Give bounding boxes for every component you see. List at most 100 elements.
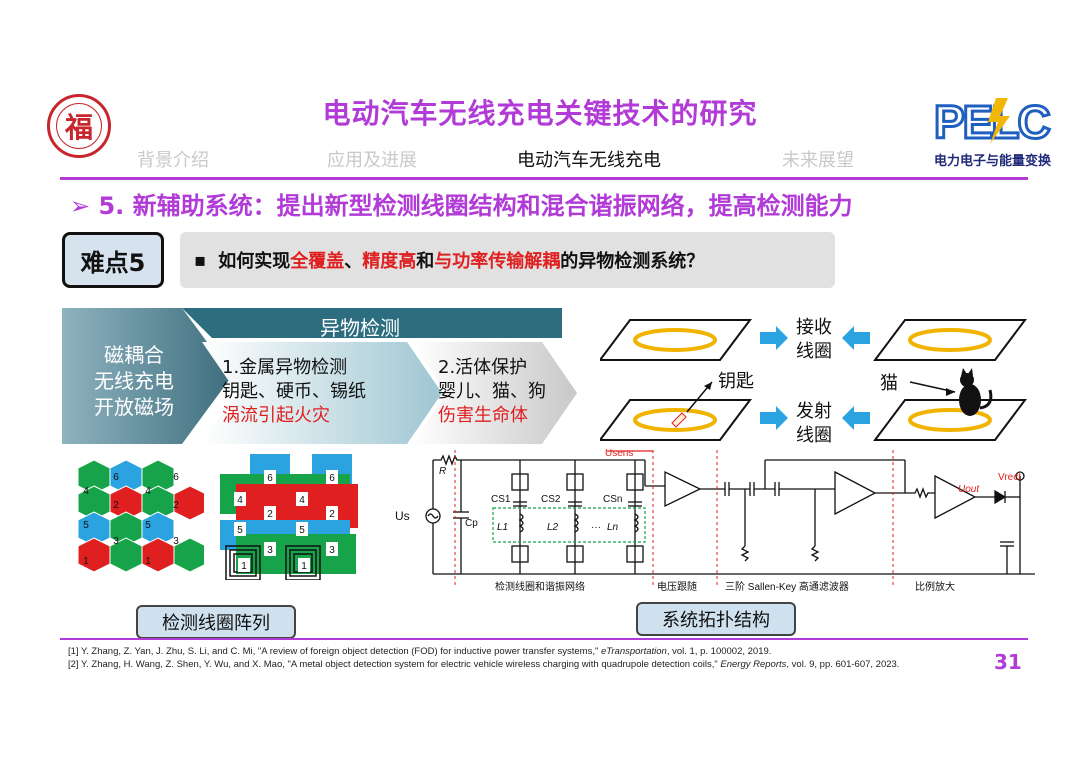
square-number: 1	[241, 561, 247, 572]
coil-square	[225, 545, 261, 580]
lab-caption: 电力电子与能量变换	[934, 154, 1052, 169]
output-terminal-icon	[1015, 471, 1025, 481]
square-number: 5	[237, 525, 243, 536]
receive-coil-text: 接收 线圈	[796, 317, 832, 362]
key-icon	[671, 412, 687, 428]
footer-divider	[60, 638, 1028, 640]
mosfet-icon	[626, 473, 644, 491]
receive-coil-label: 接收 线圈	[796, 316, 832, 364]
vrect-label: Vrect	[998, 472, 1021, 483]
mosfet-icon	[511, 473, 529, 491]
section-label-resonance: 检测线圈和谐振网络	[495, 580, 585, 593]
fod-live-items: 婴儿、猫、狗	[438, 381, 546, 402]
hex-number: 6	[113, 472, 119, 483]
square-number: 5	[299, 525, 305, 536]
section-label-hpf: 三阶 Sallen-Key 高通滤波器	[725, 580, 849, 593]
section-label-amp: 比例放大	[915, 580, 955, 593]
fod-left-block	[62, 308, 232, 444]
us-label: Us	[395, 509, 410, 523]
arrow-right-icon	[760, 406, 788, 430]
question-part: 和	[416, 251, 435, 272]
header-divider	[60, 177, 1028, 180]
mosfet-icon	[566, 473, 584, 491]
hex-number: 1	[145, 556, 151, 567]
transmit-coil-plate-right	[873, 399, 1027, 441]
square-number: 2	[267, 509, 273, 520]
question-part: 如何实现	[218, 251, 291, 272]
nav-item-background[interactable]: 背景介绍	[137, 150, 209, 171]
coil-ring	[908, 408, 992, 432]
square-number: 1	[301, 561, 307, 572]
fod-metal-title: 1.金属异物检测	[222, 357, 348, 378]
l1-label: L1	[497, 522, 508, 533]
resistor-label: R	[439, 466, 446, 477]
hex-number: 2	[173, 500, 179, 511]
fod-diagram	[62, 308, 577, 444]
fod-metal-text: 1.金属异物检测 钥匙、硬币、锡纸 涡流引起火灾	[222, 356, 366, 428]
cs1-label: CS1	[491, 494, 511, 505]
mosfet-icon	[511, 545, 529, 563]
hex-number: 2	[113, 500, 119, 511]
mosfet-icon	[566, 545, 584, 563]
fod-live-text: 2.活体保护 婴儿、猫、狗 伤害生命体	[438, 356, 546, 428]
nav-item-future[interactable]: 未来展望	[782, 150, 854, 171]
square-number: 3	[267, 545, 273, 556]
hex-number: 4	[83, 486, 89, 497]
hex-number: 4	[145, 486, 151, 497]
fod-header-band	[182, 308, 562, 338]
fod-header: 异物检测	[320, 316, 400, 340]
coil-ring	[908, 328, 992, 352]
question-part: 、	[344, 251, 363, 272]
hex-cell	[173, 485, 204, 521]
opamp-icon	[834, 470, 877, 516]
fod-left-line: 无线充电	[94, 369, 174, 393]
coil-ring	[633, 328, 717, 352]
fod-left-line: 开放磁场	[94, 395, 174, 419]
hex-number: 5	[145, 520, 151, 531]
references: [1] Y. Zhang, Z. Yan, J. Zhu, S. Li, and…	[68, 645, 988, 671]
section-subtitle: ➢ 5. 新辅助系统：提出新型检测线圈结构和混合谐振网络，提高检测能力	[70, 192, 853, 220]
fod-live-risk: 伤害生命体	[438, 405, 528, 426]
ln-label: Ln	[607, 522, 619, 533]
square-number: 3	[329, 545, 335, 556]
square-number: 6	[267, 473, 273, 484]
key-label: 钥匙	[718, 371, 754, 392]
arrow-right-icon	[760, 326, 788, 350]
circuit-diagram: Usens R Us Cp CS1 CS2 CSn L1 L2 ··· Ln U…	[395, 448, 1035, 593]
cs2-label: CS2	[541, 494, 561, 505]
hex-number: 6	[173, 472, 179, 483]
square-number: 4	[299, 495, 305, 506]
transmit-coil-label: 发射 线圈	[796, 400, 832, 448]
coil-illustration	[600, 319, 1027, 441]
inductor-icon	[573, 513, 579, 533]
fod-live-title: 2.活体保护	[438, 357, 528, 378]
dots-label: ···	[591, 522, 601, 533]
fod-left-text: 磁耦合 无线充电 开放磁场	[84, 342, 184, 420]
difficulty-question: ▪ 如何实现 全覆盖 、 精度高 和 与功率传输解耦 的异物检测系统？	[180, 232, 835, 288]
coil-square	[289, 549, 317, 577]
hex-number: 3	[113, 536, 119, 547]
university-logo: 福	[47, 94, 111, 158]
inductor-icon	[518, 513, 524, 533]
lab-logo: PELC	[933, 95, 1053, 149]
hex-coil-array: 6 6 4 4 2 2 5 5 3 3 1 1	[77, 459, 204, 573]
diode-icon	[994, 489, 1007, 505]
fod-metal-items: 钥匙、硬币、锡纸	[222, 381, 366, 402]
square-coil-array: 6 6 4 4 2 2 5 5 3 3 1 1	[220, 454, 358, 580]
cp-label: Cp	[465, 518, 478, 529]
nav-item-ev-wireless[interactable]: 电动汽车无线充电	[517, 150, 661, 171]
nav-item-application[interactable]: 应用及进展	[327, 150, 417, 171]
opamp-icon	[934, 474, 977, 520]
question-part: 的异物检测系统？	[560, 251, 705, 272]
hex-number: 3	[173, 536, 179, 547]
section-label-follower: 电压跟随	[657, 580, 697, 593]
page-title: 电动汽车无线充电关键技术的研究	[322, 97, 758, 130]
transmit-coil-text: 发射 线圈	[796, 401, 832, 446]
question-part-full-coverage: 全覆盖	[290, 251, 345, 272]
csn-label: CSn	[603, 494, 622, 505]
bullet-icon: ▪	[194, 249, 207, 271]
nav-bar: 背景介绍 应用及进展 电动汽车无线充电 未来展望	[0, 146, 1080, 172]
usens-label: Usens	[605, 448, 633, 459]
square-number: 2	[329, 509, 335, 520]
coil-ring	[633, 408, 717, 432]
